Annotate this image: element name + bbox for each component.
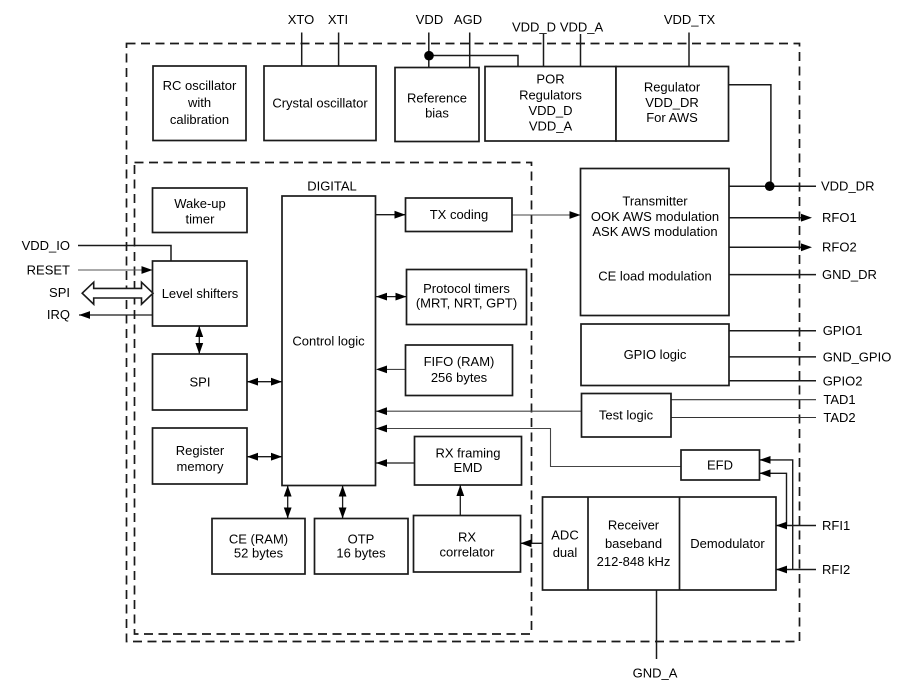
svg-text:FIFO (RAM): FIFO (RAM) bbox=[424, 354, 495, 369]
svg-text:RX framing: RX framing bbox=[435, 446, 500, 461]
svg-text:TX coding: TX coding bbox=[430, 207, 489, 222]
svg-text:Regulator: Regulator bbox=[644, 80, 701, 95]
svg-text:Control logic: Control logic bbox=[292, 334, 365, 349]
svg-text:TAD2: TAD2 bbox=[823, 410, 855, 425]
svg-text:OTP: OTP bbox=[348, 532, 375, 547]
svg-text:RC oscillator: RC oscillator bbox=[163, 78, 237, 93]
svg-text:VDD_TX: VDD_TX bbox=[664, 12, 716, 27]
svg-text:baseband: baseband bbox=[605, 536, 662, 551]
svg-text:Wake-up: Wake-up bbox=[174, 196, 226, 211]
svg-text:EMD: EMD bbox=[454, 460, 483, 475]
svg-text:OOK AWS modulation: OOK AWS modulation bbox=[591, 209, 719, 224]
svg-text:VDD_D: VDD_D bbox=[528, 103, 572, 118]
svg-text:Crystal oscillator: Crystal oscillator bbox=[272, 96, 368, 111]
svg-text:Demodulator: Demodulator bbox=[690, 536, 765, 551]
svg-text:RX: RX bbox=[458, 530, 476, 545]
svg-text:For AWS: For AWS bbox=[646, 110, 698, 125]
svg-text:IRQ: IRQ bbox=[47, 307, 70, 322]
svg-text:calibration: calibration bbox=[170, 112, 229, 127]
svg-text:correlator: correlator bbox=[440, 545, 496, 560]
svg-text:Transmitter: Transmitter bbox=[622, 194, 688, 209]
svg-text:ASK AWS modulation: ASK AWS modulation bbox=[592, 224, 717, 239]
svg-text:VDD_A: VDD_A bbox=[560, 20, 604, 35]
svg-text:GPIO2: GPIO2 bbox=[823, 374, 863, 389]
svg-text:Protocol timers: Protocol timers bbox=[423, 281, 510, 296]
svg-text:memory: memory bbox=[177, 459, 224, 474]
svg-text:Receiver: Receiver bbox=[608, 518, 660, 533]
svg-text:RFI1: RFI1 bbox=[822, 518, 850, 533]
svg-text:Regulators: Regulators bbox=[519, 88, 582, 103]
svg-text:GPIO1: GPIO1 bbox=[823, 323, 863, 338]
svg-text:SPI: SPI bbox=[190, 375, 211, 390]
svg-text:SPI: SPI bbox=[49, 285, 70, 300]
svg-text:RFO2: RFO2 bbox=[822, 240, 857, 255]
svg-text:GND_GPIO: GND_GPIO bbox=[823, 350, 892, 365]
svg-text:52 bytes: 52 bytes bbox=[234, 546, 284, 561]
svg-text:timer: timer bbox=[186, 212, 216, 227]
svg-text:XTI: XTI bbox=[328, 12, 348, 27]
svg-text:Test logic: Test logic bbox=[599, 408, 654, 423]
svg-text:POR: POR bbox=[536, 72, 564, 87]
svg-text:bias: bias bbox=[425, 106, 449, 121]
svg-text:RESET: RESET bbox=[27, 263, 70, 278]
svg-text:Level shifters: Level shifters bbox=[162, 286, 239, 301]
svg-text:256 bytes: 256 bytes bbox=[431, 370, 488, 385]
svg-text:16 bytes: 16 bytes bbox=[336, 546, 386, 561]
svg-text:VDD_DR: VDD_DR bbox=[645, 95, 698, 110]
svg-text:GPIO logic: GPIO logic bbox=[624, 347, 687, 362]
svg-text:VDD_D: VDD_D bbox=[512, 20, 556, 35]
svg-text:GND_A: GND_A bbox=[633, 666, 678, 681]
svg-text:(MRT, NRT, GPT): (MRT, NRT, GPT) bbox=[416, 296, 517, 311]
svg-text:CE (RAM): CE (RAM) bbox=[229, 532, 288, 547]
svg-text:EFD: EFD bbox=[707, 458, 733, 473]
svg-text:VDD_A: VDD_A bbox=[529, 119, 573, 134]
svg-text:DIGITAL: DIGITAL bbox=[307, 179, 357, 194]
svg-text:VDD_DR: VDD_DR bbox=[821, 179, 874, 194]
svg-text:Register: Register bbox=[176, 443, 225, 458]
svg-text:VDD_IO: VDD_IO bbox=[22, 238, 70, 253]
svg-text:212-848 kHz: 212-848 kHz bbox=[597, 554, 671, 569]
svg-text:XTO: XTO bbox=[288, 12, 315, 27]
svg-text:VDD: VDD bbox=[416, 12, 443, 27]
svg-text:Reference: Reference bbox=[407, 91, 467, 106]
svg-text:TAD1: TAD1 bbox=[823, 392, 855, 407]
svg-text:RFO1: RFO1 bbox=[822, 210, 857, 225]
svg-text:AGD: AGD bbox=[454, 12, 482, 27]
svg-text:with: with bbox=[187, 95, 211, 110]
svg-text:GND_DR: GND_DR bbox=[822, 267, 877, 282]
svg-text:CE load modulation: CE load modulation bbox=[598, 269, 711, 284]
svg-text:ADC: ADC bbox=[551, 528, 578, 543]
svg-text:RFI2: RFI2 bbox=[822, 562, 850, 577]
svg-text:dual: dual bbox=[553, 545, 578, 560]
